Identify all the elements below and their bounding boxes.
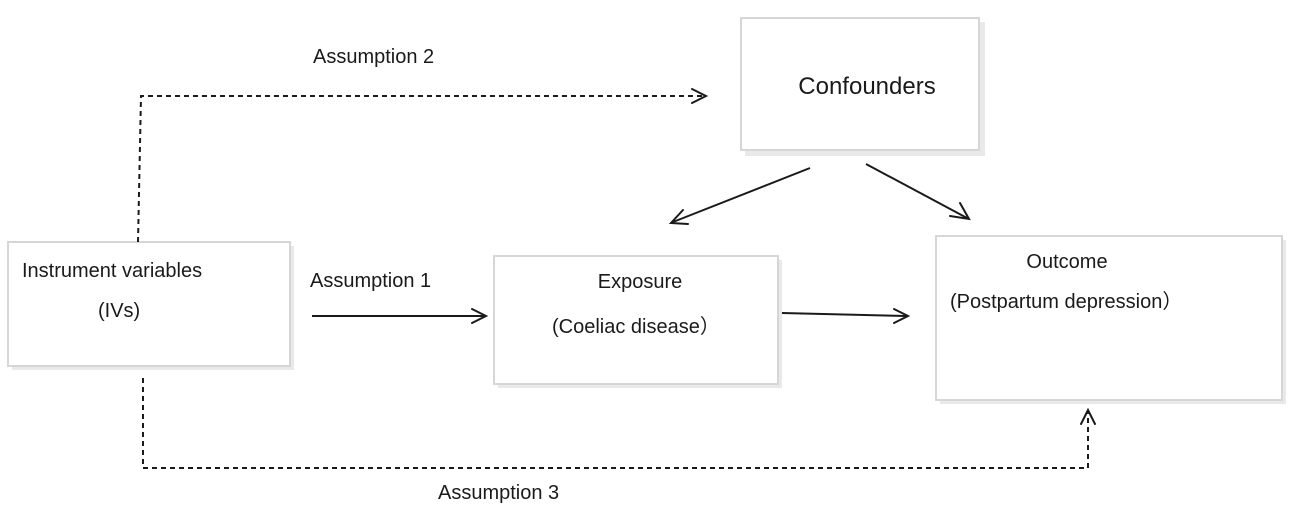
exposure-label-line1: Exposure [598, 271, 683, 293]
confounders-label: Confounders [798, 73, 935, 100]
edge-ivs-to-outcome [142, 378, 1096, 469]
node-instrument-variables: Instrument variables (IVs) [7, 241, 294, 370]
edge-confounders-to-exposure [668, 167, 811, 225]
instrument-label-line1: Instrument variables [22, 260, 202, 282]
node-confounders: Confounders [740, 17, 985, 156]
outcome-label-line1: Outcome [1026, 251, 1107, 273]
edge-confounders-to-outcome [865, 163, 971, 221]
edge-ivs-to-exposure [312, 308, 489, 324]
exposure-label-line2: (Coeliac disease） [552, 315, 720, 338]
node-exposure: Exposure (Coeliac disease） [493, 255, 782, 388]
assumption-3-label: Assumption 3 [438, 482, 559, 504]
node-outcome: Outcome (Postpartum depression） [935, 235, 1286, 404]
outcome-label-line2: (Postpartum depression） [950, 290, 1182, 313]
instrument-label-line2: (IVs) [98, 300, 140, 322]
edge-exposure-to-outcome [781, 308, 911, 324]
edge-ivs-to-confounders [137, 88, 709, 243]
assumption-2-label: Assumption 2 [313, 46, 434, 68]
assumption-1-label: Assumption 1 [310, 270, 431, 292]
